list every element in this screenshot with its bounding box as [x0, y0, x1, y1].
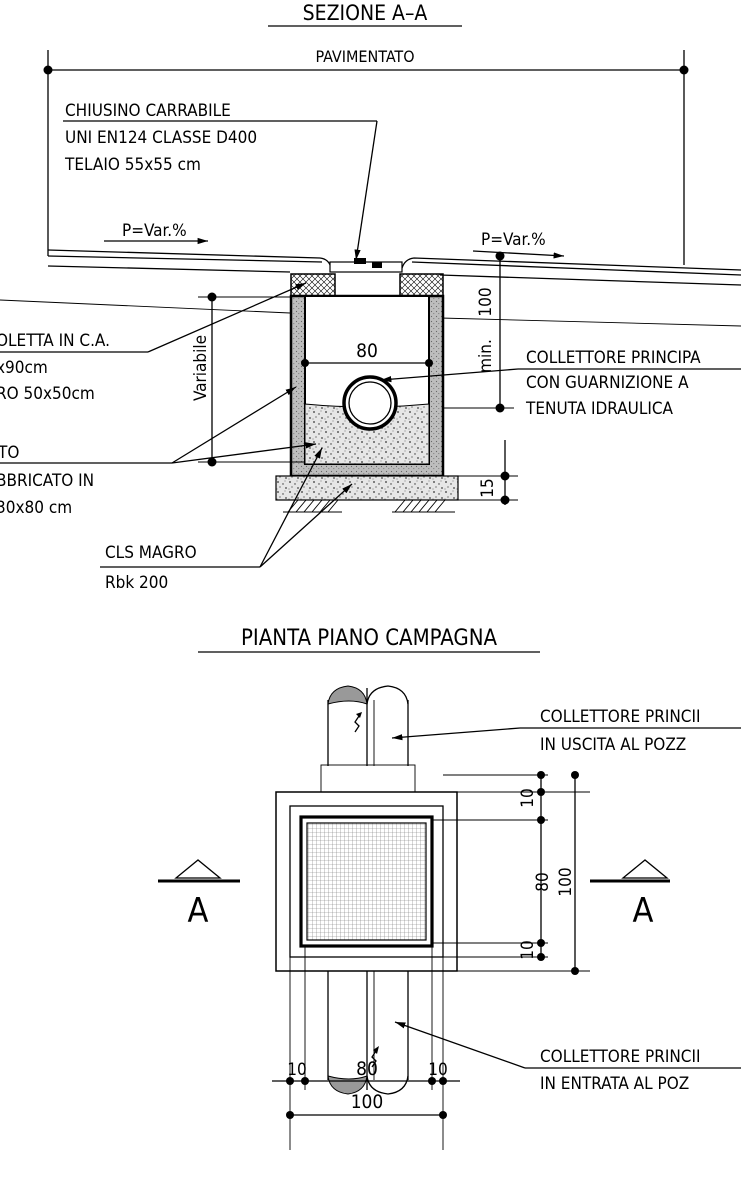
slope-right-arrow	[472, 250, 565, 259]
section-mark-right-label: A	[633, 891, 654, 931]
dim-min-label: min.	[476, 339, 496, 373]
plan-bottom-10-right: 10	[428, 1060, 447, 1080]
manhole-cover-line2: UNI EN124 CLASSE D400	[65, 128, 257, 148]
slab-label-line3: RO 50x50cm	[0, 384, 95, 404]
plan-dim-10-bottom: 10	[518, 940, 538, 959]
collector-label-line3: TENUTA IDRAULICA	[525, 399, 674, 419]
outlet-pipe-end	[327, 685, 368, 705]
outlet-label-line1: COLLETTORE PRINCII	[540, 707, 700, 727]
slab-leader	[147, 282, 307, 353]
chamber-leader-2	[171, 442, 317, 464]
lean-concrete-leader-2	[259, 447, 323, 568]
lean-concrete-line1: CLS MAGRO	[105, 543, 197, 563]
dim-variable-label: Variabile	[191, 335, 211, 401]
manhole-frame	[299, 815, 434, 948]
plan-bottom-100: 100	[351, 1091, 384, 1113]
slab-left	[290, 273, 336, 297]
pavement-layer-right	[411, 261, 741, 276]
lean-concrete-leader	[259, 483, 353, 568]
collector-label-line2: CON GUARNIZIONE A	[526, 373, 689, 393]
collector-pipe	[342, 375, 398, 431]
chamber-leader	[171, 386, 297, 464]
flow-arrow-icon	[373, 1046, 379, 1054]
outlet-leader	[391, 727, 521, 741]
inlet-label-line1: COLLETTORE PRINCII	[540, 1047, 700, 1067]
subgrade-line-right	[439, 317, 741, 327]
manhole-grate	[306, 822, 427, 941]
flow-arrow-icon	[356, 712, 362, 718]
plan-view: PIANTA PIANO CAMPAGNA COLLETTORE PRINCII	[158, 626, 741, 1150]
chamber-label-line3: 30x80 cm	[0, 498, 72, 518]
plan-dim-100: 100	[556, 867, 576, 896]
section-title: SEZIONE A–A	[303, 1, 428, 25]
slab-label-line2: x90cm	[0, 358, 48, 378]
inlet-leader	[394, 1021, 526, 1069]
flow-direction-icon	[354, 715, 360, 733]
cover-lug	[372, 262, 382, 268]
section-arrow-icon	[621, 859, 669, 879]
ground-hatch	[283, 499, 455, 513]
cover-lug	[354, 258, 366, 264]
dimension-dot	[495, 251, 505, 261]
plan-bottom-10-left: 10	[287, 1060, 306, 1080]
slab-label-line1: OLETTA IN C.A.	[0, 331, 110, 351]
pavement-top-right	[401, 257, 741, 271]
dimension-dot	[207, 292, 217, 302]
dimension-dot	[500, 471, 510, 481]
dimension-dot	[495, 403, 505, 413]
pavement-base-left	[47, 265, 291, 273]
dim-80-label: 80	[356, 340, 378, 362]
chamber-label-line1: TO	[0, 443, 19, 463]
slope-right-label: P=Var.%	[481, 230, 546, 250]
dimension-dot	[301, 359, 309, 367]
collector-leader	[380, 368, 519, 383]
pavement-base-right	[439, 274, 741, 286]
plan-dim-10-top: 10	[518, 788, 538, 807]
plan-bottom-80: 80	[356, 1058, 378, 1080]
lean-concrete-base	[275, 475, 459, 501]
section-mark-left-label: A	[188, 891, 209, 931]
plan-dimensions-bottom	[272, 946, 460, 1150]
inlet-label-line2: IN ENTRATA AL POZ	[540, 1074, 689, 1094]
manhole-cover-leader	[354, 120, 378, 261]
flow-direction-icon	[371, 1050, 377, 1068]
dimension-dot	[43, 65, 53, 75]
dimension-dot	[425, 359, 433, 367]
dimension-dot	[500, 495, 510, 505]
collector-label-line1: COLLETTORE PRINCIPA	[526, 348, 701, 368]
dimension-dot	[207, 457, 217, 467]
outlet-label-line2: IN USCITA AL POZZ	[540, 735, 686, 755]
section-mark-right: A	[590, 859, 670, 931]
chamber-label-line2: BBRICATO IN	[0, 471, 94, 491]
section-arrow-icon	[174, 859, 222, 879]
pavement-layer-left	[47, 255, 323, 263]
plan-dimensions-right	[432, 771, 590, 975]
plan-title: PIANTA PIANO CAMPAGNA	[241, 626, 498, 651]
collector-pipe-inner	[348, 381, 392, 425]
manhole-cover-line1: CHIUSINO CARRABILE	[65, 101, 231, 121]
inlet-pipe-cap	[366, 1075, 409, 1095]
manhole-cover-line3: TELAIO 55x55 cm	[64, 155, 201, 175]
plan-dim-80: 80	[533, 872, 553, 891]
pavement-label: PAVIMENTATO	[315, 47, 414, 66]
section-view: SEZIONE A–A PAVIMENTATO CHIUSINO CARRABI…	[0, 1, 741, 593]
dim-15-label: 15	[478, 478, 498, 497]
slab-right	[399, 273, 444, 297]
manhole-plan-wall	[289, 805, 444, 958]
outlet-pipe-sleeve	[320, 764, 416, 793]
dim-100-label: 100	[476, 287, 496, 316]
section-mark-left: A	[158, 859, 240, 931]
lean-concrete-line2: Rbk 200	[105, 573, 168, 593]
slope-left-label: P=Var.%	[122, 221, 187, 241]
dimension-dot	[679, 65, 689, 75]
outlet-pipe-cap	[366, 685, 409, 705]
subgrade-line-left	[0, 299, 291, 314]
